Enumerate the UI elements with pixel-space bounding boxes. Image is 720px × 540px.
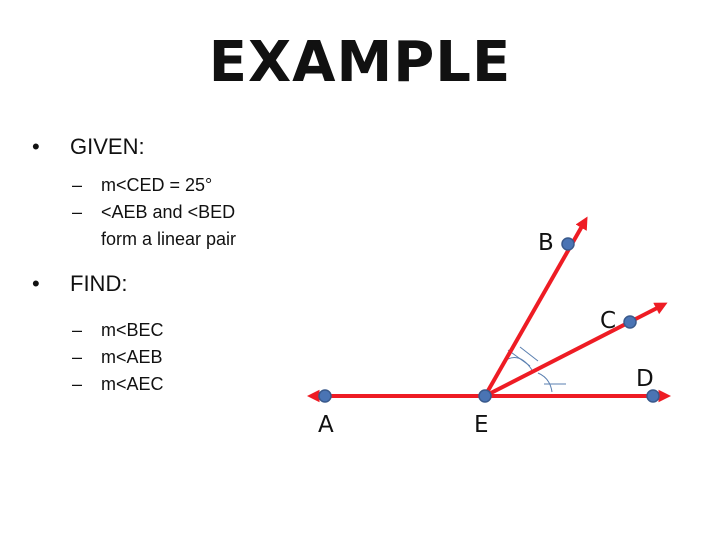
label-a: A (318, 412, 334, 438)
given-item-text: form a linear pair (101, 229, 237, 249)
point-d (646, 389, 660, 403)
label-e: E (474, 412, 489, 438)
find-subitem: – m<AEB (32, 344, 362, 371)
arc-tick (519, 346, 539, 362)
find-item-text: m<BEC (101, 320, 164, 340)
dash-marker: – (72, 202, 83, 222)
find-item-text: m<AEB (101, 347, 163, 367)
given-subitem: – <AEB and <BED (32, 199, 362, 226)
given-item-text: <AEB and <BED (101, 202, 236, 222)
find-subitem: – m<BEC (32, 317, 362, 344)
point-b (561, 237, 575, 251)
bullet-dot: • (32, 134, 40, 159)
label-b: B (538, 230, 554, 256)
dash-marker: – (72, 347, 83, 367)
given-label: GIVEN: (70, 134, 145, 159)
point-e (478, 389, 492, 403)
point-labels: A B C D E (318, 230, 654, 438)
given-subitem: – m<CED = 25° (32, 172, 362, 199)
given-bullet: • GIVEN: (32, 130, 362, 164)
label-d: D (636, 366, 654, 392)
angle-arc-ced (537, 372, 553, 393)
points (318, 237, 660, 403)
find-subitem: – m<AEC (32, 371, 362, 398)
bullet-dot: • (32, 271, 40, 296)
bullet-list: • GIVEN: – m<CED = 25° – <AEB and <BED f… (32, 130, 362, 398)
find-bullet: • FIND: (32, 267, 362, 301)
label-c: C (600, 308, 616, 334)
given-item-text: m<CED = 25° (101, 175, 213, 195)
given-subitem-continuation: form a linear pair (32, 226, 362, 253)
point-c (623, 315, 637, 329)
slide-title: EXAMPLE (208, 30, 512, 95)
point-a (318, 389, 332, 403)
find-item-text: m<AEC (101, 374, 164, 394)
dash-marker: – (72, 374, 83, 394)
angle-arc-bec (505, 357, 533, 371)
dash-marker: – (72, 320, 83, 340)
dash-marker: – (72, 175, 83, 195)
find-label: FIND: (70, 271, 128, 296)
